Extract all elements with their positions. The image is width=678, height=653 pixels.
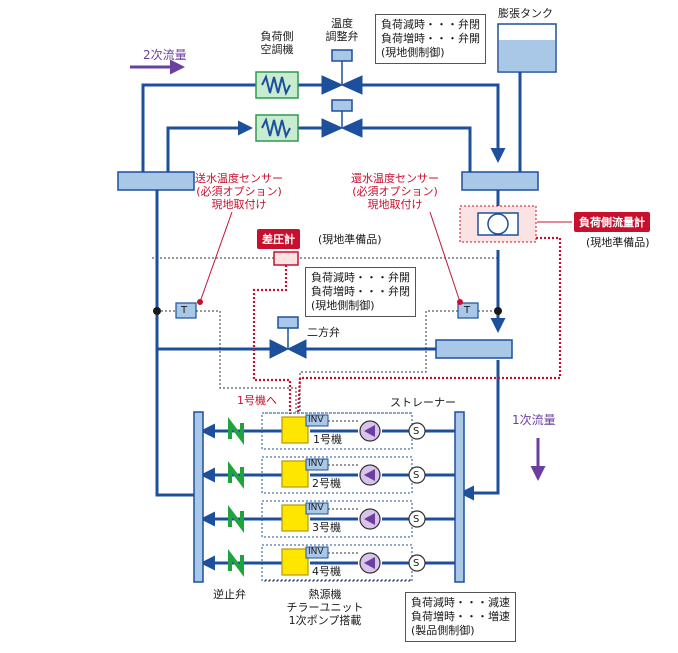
temp-control-valve-lower bbox=[321, 99, 363, 138]
return-header-top-right bbox=[461, 171, 539, 191]
two-way-valve-label: 二方弁 bbox=[307, 326, 340, 339]
temp-control-valve-upper bbox=[321, 49, 363, 95]
return-sensor-label: 還水温度センサー (必須オプション) 現地取付け bbox=[351, 172, 439, 211]
dp-meter-sub: (現地準備品) bbox=[318, 233, 382, 246]
load-coil-label: 負荷側 空調機 bbox=[260, 30, 294, 56]
strainer-icon bbox=[408, 510, 426, 528]
right-vertical-header bbox=[454, 411, 465, 583]
strainer-icon bbox=[408, 422, 426, 440]
pump-direction-icon bbox=[364, 557, 375, 569]
pump-direction-icon bbox=[364, 425, 375, 437]
signal-lines-black bbox=[196, 310, 458, 412]
inverter-label: INV bbox=[308, 547, 324, 557]
strainer-symbol: S bbox=[413, 426, 420, 437]
pump-direction-icon bbox=[364, 513, 375, 525]
load-coil-upper bbox=[255, 71, 299, 99]
expansion-tank-label: 膨張タンク bbox=[498, 7, 553, 20]
supply-temp-sensor bbox=[157, 302, 197, 319]
strainer-icon bbox=[408, 554, 426, 572]
strainer-icon bbox=[408, 466, 426, 484]
supply-sensor-symbol: T bbox=[181, 305, 188, 316]
to-unit1-label: 1号機へ bbox=[237, 394, 277, 407]
mid-header-right bbox=[435, 339, 513, 359]
chiller-unit-box bbox=[281, 416, 309, 444]
primary-flow-label: 1次流量 bbox=[512, 413, 556, 427]
strainer-symbol: S bbox=[413, 558, 420, 569]
chiller-unit-row bbox=[228, 458, 426, 489]
left-vertical-header bbox=[193, 411, 204, 583]
unit-components bbox=[228, 414, 426, 577]
two-way-valve bbox=[269, 316, 307, 359]
junction-right bbox=[494, 307, 502, 315]
strainer-symbol: S bbox=[413, 470, 420, 481]
sensor-leader-lines bbox=[197, 211, 572, 305]
chiller-unit-box bbox=[281, 460, 309, 488]
secondary-flow-label: 2次流量 bbox=[143, 48, 187, 62]
check-valve-icon bbox=[228, 417, 244, 445]
differential-pressure-meter bbox=[273, 251, 299, 266]
load-coil-lower bbox=[255, 114, 299, 142]
pump-direction-icon bbox=[364, 469, 375, 481]
check-valve-icon bbox=[228, 461, 244, 489]
supply-sensor-label: 送水温度センサー (必須オプション) 現地取付け bbox=[195, 172, 283, 211]
unit-number-label: 4号機 bbox=[312, 565, 341, 578]
chiller-unit-row bbox=[228, 502, 426, 533]
unit-rows bbox=[200, 423, 455, 571]
unit-number-label: 3号機 bbox=[312, 521, 341, 534]
check-valve-label: 逆止弁 bbox=[213, 588, 246, 601]
unit-number-label: 2号機 bbox=[312, 477, 341, 490]
inverter-label: INV bbox=[308, 415, 324, 425]
inverter-label: INV bbox=[308, 459, 324, 469]
chiller-unit-box bbox=[281, 548, 309, 576]
signal-lines-red bbox=[252, 236, 562, 415]
dp-meter-badge: 差圧計 bbox=[257, 229, 300, 249]
temp-valve-label: 温度 調整弁 bbox=[325, 17, 359, 43]
junction-left bbox=[153, 307, 161, 315]
secondary-pipes bbox=[141, 83, 506, 172]
load-flow-meter bbox=[459, 205, 537, 243]
supply-header-top-left bbox=[117, 171, 195, 191]
expansion-tank bbox=[497, 23, 557, 73]
unit-number-label: 1号機 bbox=[313, 433, 342, 446]
heat-source-label: 熱源機 チラーユニット 1次ポンプ搭載 bbox=[286, 588, 364, 627]
strainer-symbol: S bbox=[413, 514, 420, 525]
chiller-unit-row bbox=[228, 546, 426, 577]
check-valve-icon bbox=[228, 549, 244, 577]
return-sensor-symbol: T bbox=[464, 305, 471, 316]
inverter-label: INV bbox=[308, 503, 324, 513]
valve-control-note-top: 負荷減時・・・弁閉 負荷増時・・・弁開 (現地側制御) bbox=[375, 14, 486, 64]
flow-meter-badge: 負荷側流量計 bbox=[574, 212, 650, 232]
chiller-unit-row bbox=[228, 414, 426, 445]
flow-meter-sub: (現地準備品) bbox=[586, 236, 650, 249]
check-valve-icon bbox=[228, 505, 244, 533]
chiller-unit-box bbox=[281, 504, 309, 532]
pump-control-note-bottom: 負荷減時・・・減速 負荷増時・・・増速 (製品側制御) bbox=[405, 592, 516, 642]
strainer-label: ストレーナー bbox=[390, 396, 456, 409]
valve-control-note-mid: 負荷減時・・・弁開 負荷増時・・・弁閉 (現地側制御) bbox=[305, 267, 416, 317]
